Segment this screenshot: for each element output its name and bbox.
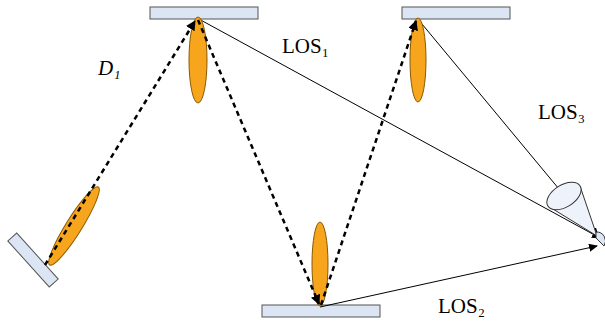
- los-label: LOS₃: [536, 100, 587, 124]
- mirror: [150, 7, 258, 19]
- mirror: [402, 7, 510, 19]
- los-label: LOS₁: [280, 34, 331, 58]
- beam-lobe: [43, 183, 105, 269]
- los-label: LOS₂: [436, 294, 487, 318]
- beam-path: [321, 21, 416, 305]
- distance-label: D₁: [96, 56, 122, 80]
- beam-lobe: [189, 17, 207, 103]
- los-line: [197, 18, 600, 238]
- beam-path: [45, 21, 195, 265]
- los-line: [417, 18, 598, 236]
- beam-path: [198, 20, 319, 304]
- receiver: [542, 177, 605, 246]
